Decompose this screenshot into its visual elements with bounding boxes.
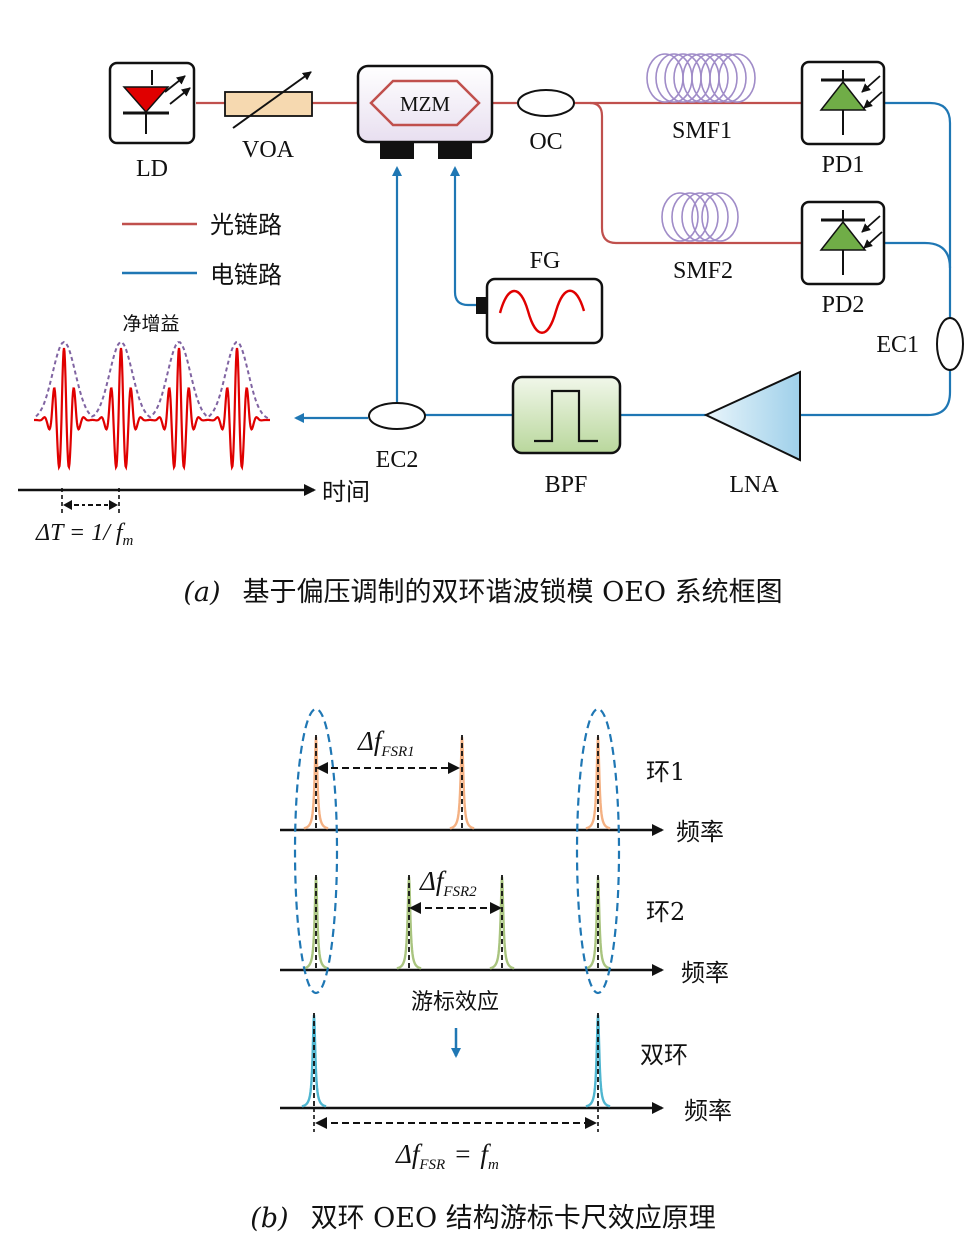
dual-loop-label: 双环 [640,1041,688,1069]
mzm-modulator: MZM [356,64,494,159]
link-ec1-lna [800,370,952,417]
loop1-peak-3 [585,736,611,830]
time-axis-label: 时间 [322,478,370,506]
loop2-axis-label: 频率 [681,959,729,987]
loop1-peak-2 [449,736,475,830]
period-label: ΔT = 1/ fm [35,520,134,549]
net-gain-label: 净增益 [122,313,179,335]
fg-function-generator: FG [476,248,604,345]
bpf-filter: BPF [511,375,622,498]
pd1-photodetector: PD1 [800,60,886,178]
loop1-axis-label: 频率 [676,818,724,846]
legend: 光链路 电链路 [122,211,282,289]
smf2-fiber-coil: SMF2 [661,192,739,284]
dual-peak-1 [301,1014,327,1108]
caption-a: (a)基于偏压调制的双环谐波锁模 OEO 系统框图 [183,577,782,608]
voa-attenuator: VOA [224,71,313,163]
loop2-peak-4 [585,876,611,970]
pd2-label: PD2 [822,292,865,318]
diagram-b: ΔfFSR1 ΔfFSR2 ΔfFSR=fm 游标效应 环1 频率 环2 频率 … [250,707,732,1234]
smf1-fiber-coil: SMF1 [646,53,756,144]
smf1-label: SMF1 [672,118,732,144]
legend-optical-label: 光链路 [210,211,282,239]
vernier-effect-label: 游标效应 [411,990,499,1015]
ec1-label: EC1 [876,332,919,358]
diagram-a: LD VOA MZM OC [18,53,964,608]
loop2-peak-1 [303,876,329,970]
coincidence-ellipse-left [293,707,339,995]
loop1-peak-1 [303,736,329,830]
dual-peaks [301,1013,611,1108]
mzm-label: MZM [400,92,451,116]
smf2-label: SMF2 [673,258,733,284]
pulse-waveform: 净增益 时间 ΔT = 1/ fm [18,313,370,549]
coincidence-ellipse-right [575,707,621,995]
lna-label: LNA [729,472,779,498]
ec2-coupler: EC2 [368,402,426,473]
bpf-label: BPF [545,472,588,498]
dual-peak-2 [585,1014,611,1108]
caption-b: (b)双环 OEO 结构游标卡尺效应原理 [250,1203,716,1234]
loop2-peak-3 [489,876,515,970]
mzm-bias-port [380,142,414,159]
legend-electrical-label: 电链路 [210,261,282,289]
oc-label: OC [529,129,562,155]
link-fg-mzm [450,166,487,307]
loop1-label: 环1 [646,758,685,786]
ld-laser: LD [108,61,196,182]
pulse-train-curve [34,347,270,471]
pd2-photodetector: PD2 [800,200,886,318]
loop1-peaks [303,735,611,830]
ld-label: LD [136,156,168,182]
loop2-peaks [303,875,611,970]
fsr1-label: ΔfFSR1 [357,726,415,760]
fg-label: FG [530,248,561,274]
fsr2-label: ΔfFSR2 [419,866,477,900]
lna-amplifier: LNA [703,370,801,498]
loop2-peak-2 [396,876,422,970]
optical-links [196,101,802,245]
link-pd1-ec1 [884,101,952,318]
ec2-label: EC2 [376,447,419,473]
electrical-links [294,101,952,423]
oc-coupler: OC [517,89,575,155]
link-oc-pd2 [589,101,802,245]
dual-axis-label: 频率 [684,1097,732,1125]
link-pd2-ec1 [884,241,952,269]
voa-label: VOA [242,137,295,163]
loop2-label: 环2 [646,898,685,926]
gain-envelope-curve [35,340,269,420]
mzm-rf-port [438,142,472,159]
fsr-equation-label: ΔfFSR=fm [395,1139,499,1173]
pd1-label: PD1 [822,152,865,178]
ec1-coupler: EC1 [876,317,964,371]
